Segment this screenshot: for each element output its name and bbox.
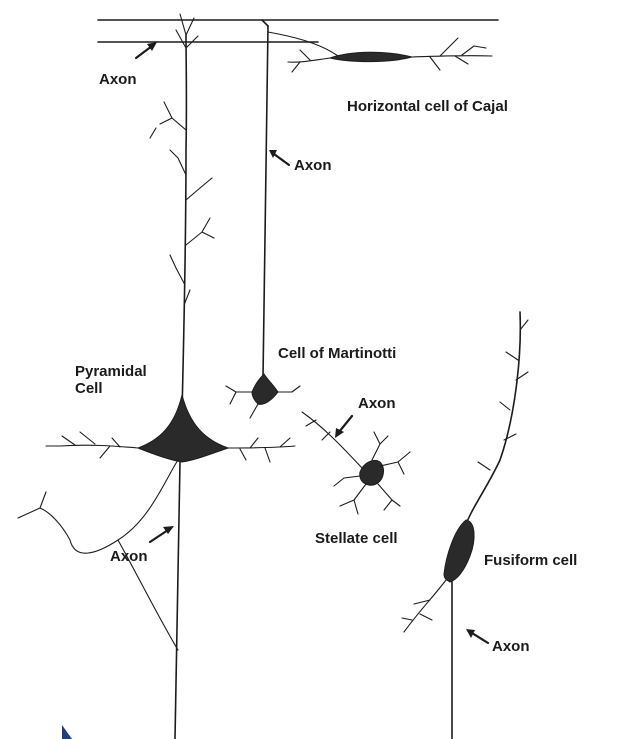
axon-arrow-top-left xyxy=(136,42,157,58)
pyramidal-cell xyxy=(18,14,295,739)
stellate-label: Stellate cell xyxy=(315,530,398,547)
axon-label-martinotti: Axon xyxy=(294,157,332,174)
pyramidal-label-line1: Pyramidal xyxy=(75,363,147,380)
horizontal-cell-label: Horizontal cell of Cajal xyxy=(347,98,508,115)
axon-label-pyramidal: Axon xyxy=(110,548,148,565)
axon-label-top-left: Axon xyxy=(99,71,137,88)
axon-label-stellate: Axon xyxy=(358,395,396,412)
axon-arrow-fusiform xyxy=(466,629,488,643)
axon-arrow-martinotti xyxy=(269,150,289,165)
axon-arrow-stellate xyxy=(335,416,352,438)
fusiform-label: Fusiform cell xyxy=(484,552,577,569)
martinotti-label: Cell of Martinotti xyxy=(278,345,396,362)
pyramidal-label-line2: Cell xyxy=(75,380,103,397)
stellate-cell xyxy=(302,412,410,514)
horizontal-cell-of-cajal xyxy=(268,32,492,72)
axon-arrow-pyramidal xyxy=(150,526,174,542)
fusiform-cell xyxy=(402,312,528,739)
corner-marker xyxy=(62,725,72,739)
axon-label-fusiform: Axon xyxy=(492,638,530,655)
